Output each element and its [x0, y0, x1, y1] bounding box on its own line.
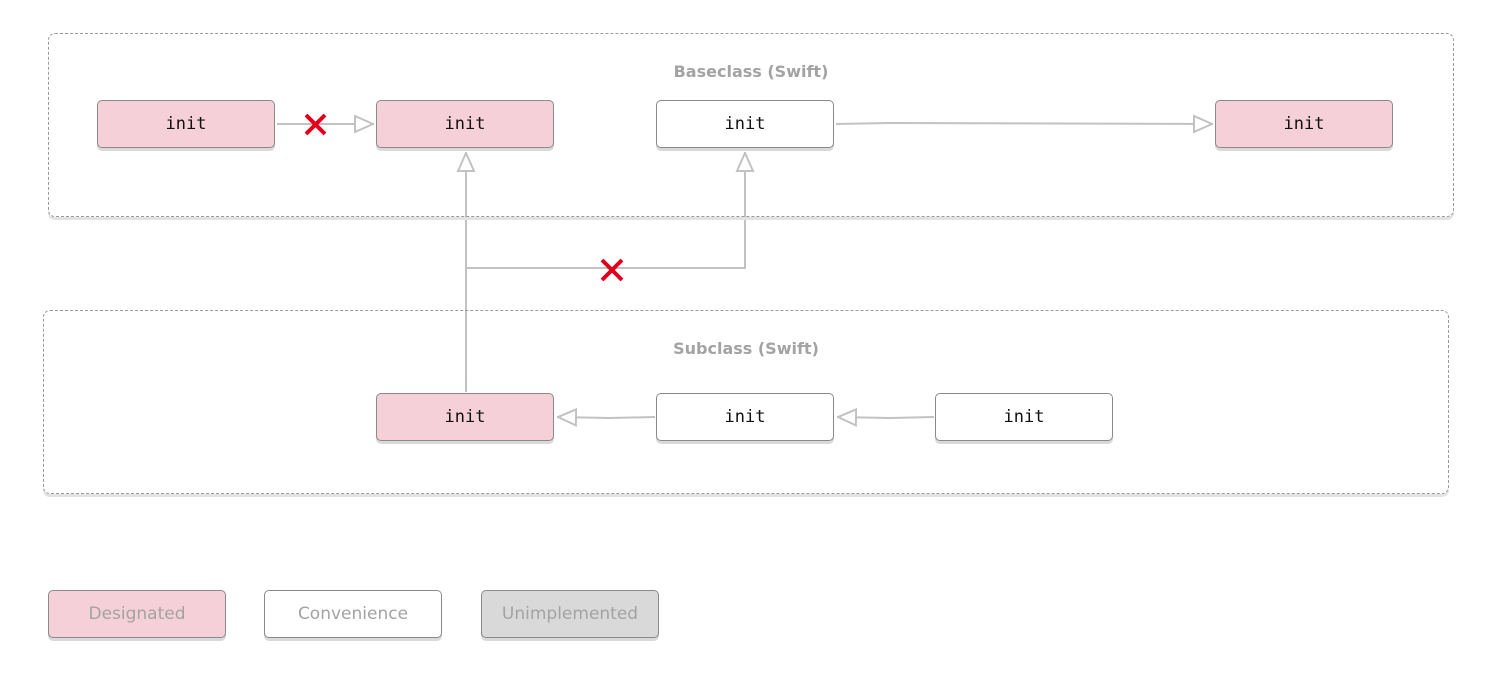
baseclass-init-designated-1[interactable]: init [97, 100, 275, 148]
legend-convenience-label: Convenience [297, 604, 409, 624]
legend-unimplemented: Unimplemented [481, 590, 659, 638]
legend-unimplemented-label: Unimplemented [501, 604, 639, 624]
legend-designated-label: Designated [88, 604, 186, 624]
legend-designated: Designated [48, 590, 226, 638]
init-label: init [724, 407, 766, 427]
blocked-x-icon [600, 258, 624, 282]
legend-convenience: Convenience [264, 590, 442, 638]
init-label: init [444, 407, 486, 427]
init-label: init [1283, 114, 1325, 134]
baseclass-group: Baseclass (Swift) [48, 33, 1454, 217]
subclass-group: Subclass (Swift) [43, 310, 1449, 494]
subclass-title: Subclass (Swift) [673, 339, 819, 358]
baseclass-init-convenience[interactable]: init [656, 100, 834, 148]
subclass-init-convenience-2[interactable]: init [935, 393, 1113, 441]
subclass-init-convenience-1[interactable]: init [656, 393, 834, 441]
baseclass-init-designated-2[interactable]: init [376, 100, 554, 148]
init-label: init [165, 114, 207, 134]
baseclass-init-designated-3[interactable]: init [1215, 100, 1393, 148]
baseclass-title: Baseclass (Swift) [673, 62, 829, 81]
subclass-init-designated[interactable]: init [376, 393, 554, 441]
init-label: init [444, 114, 486, 134]
init-label: init [1003, 407, 1045, 427]
init-label: init [724, 114, 766, 134]
